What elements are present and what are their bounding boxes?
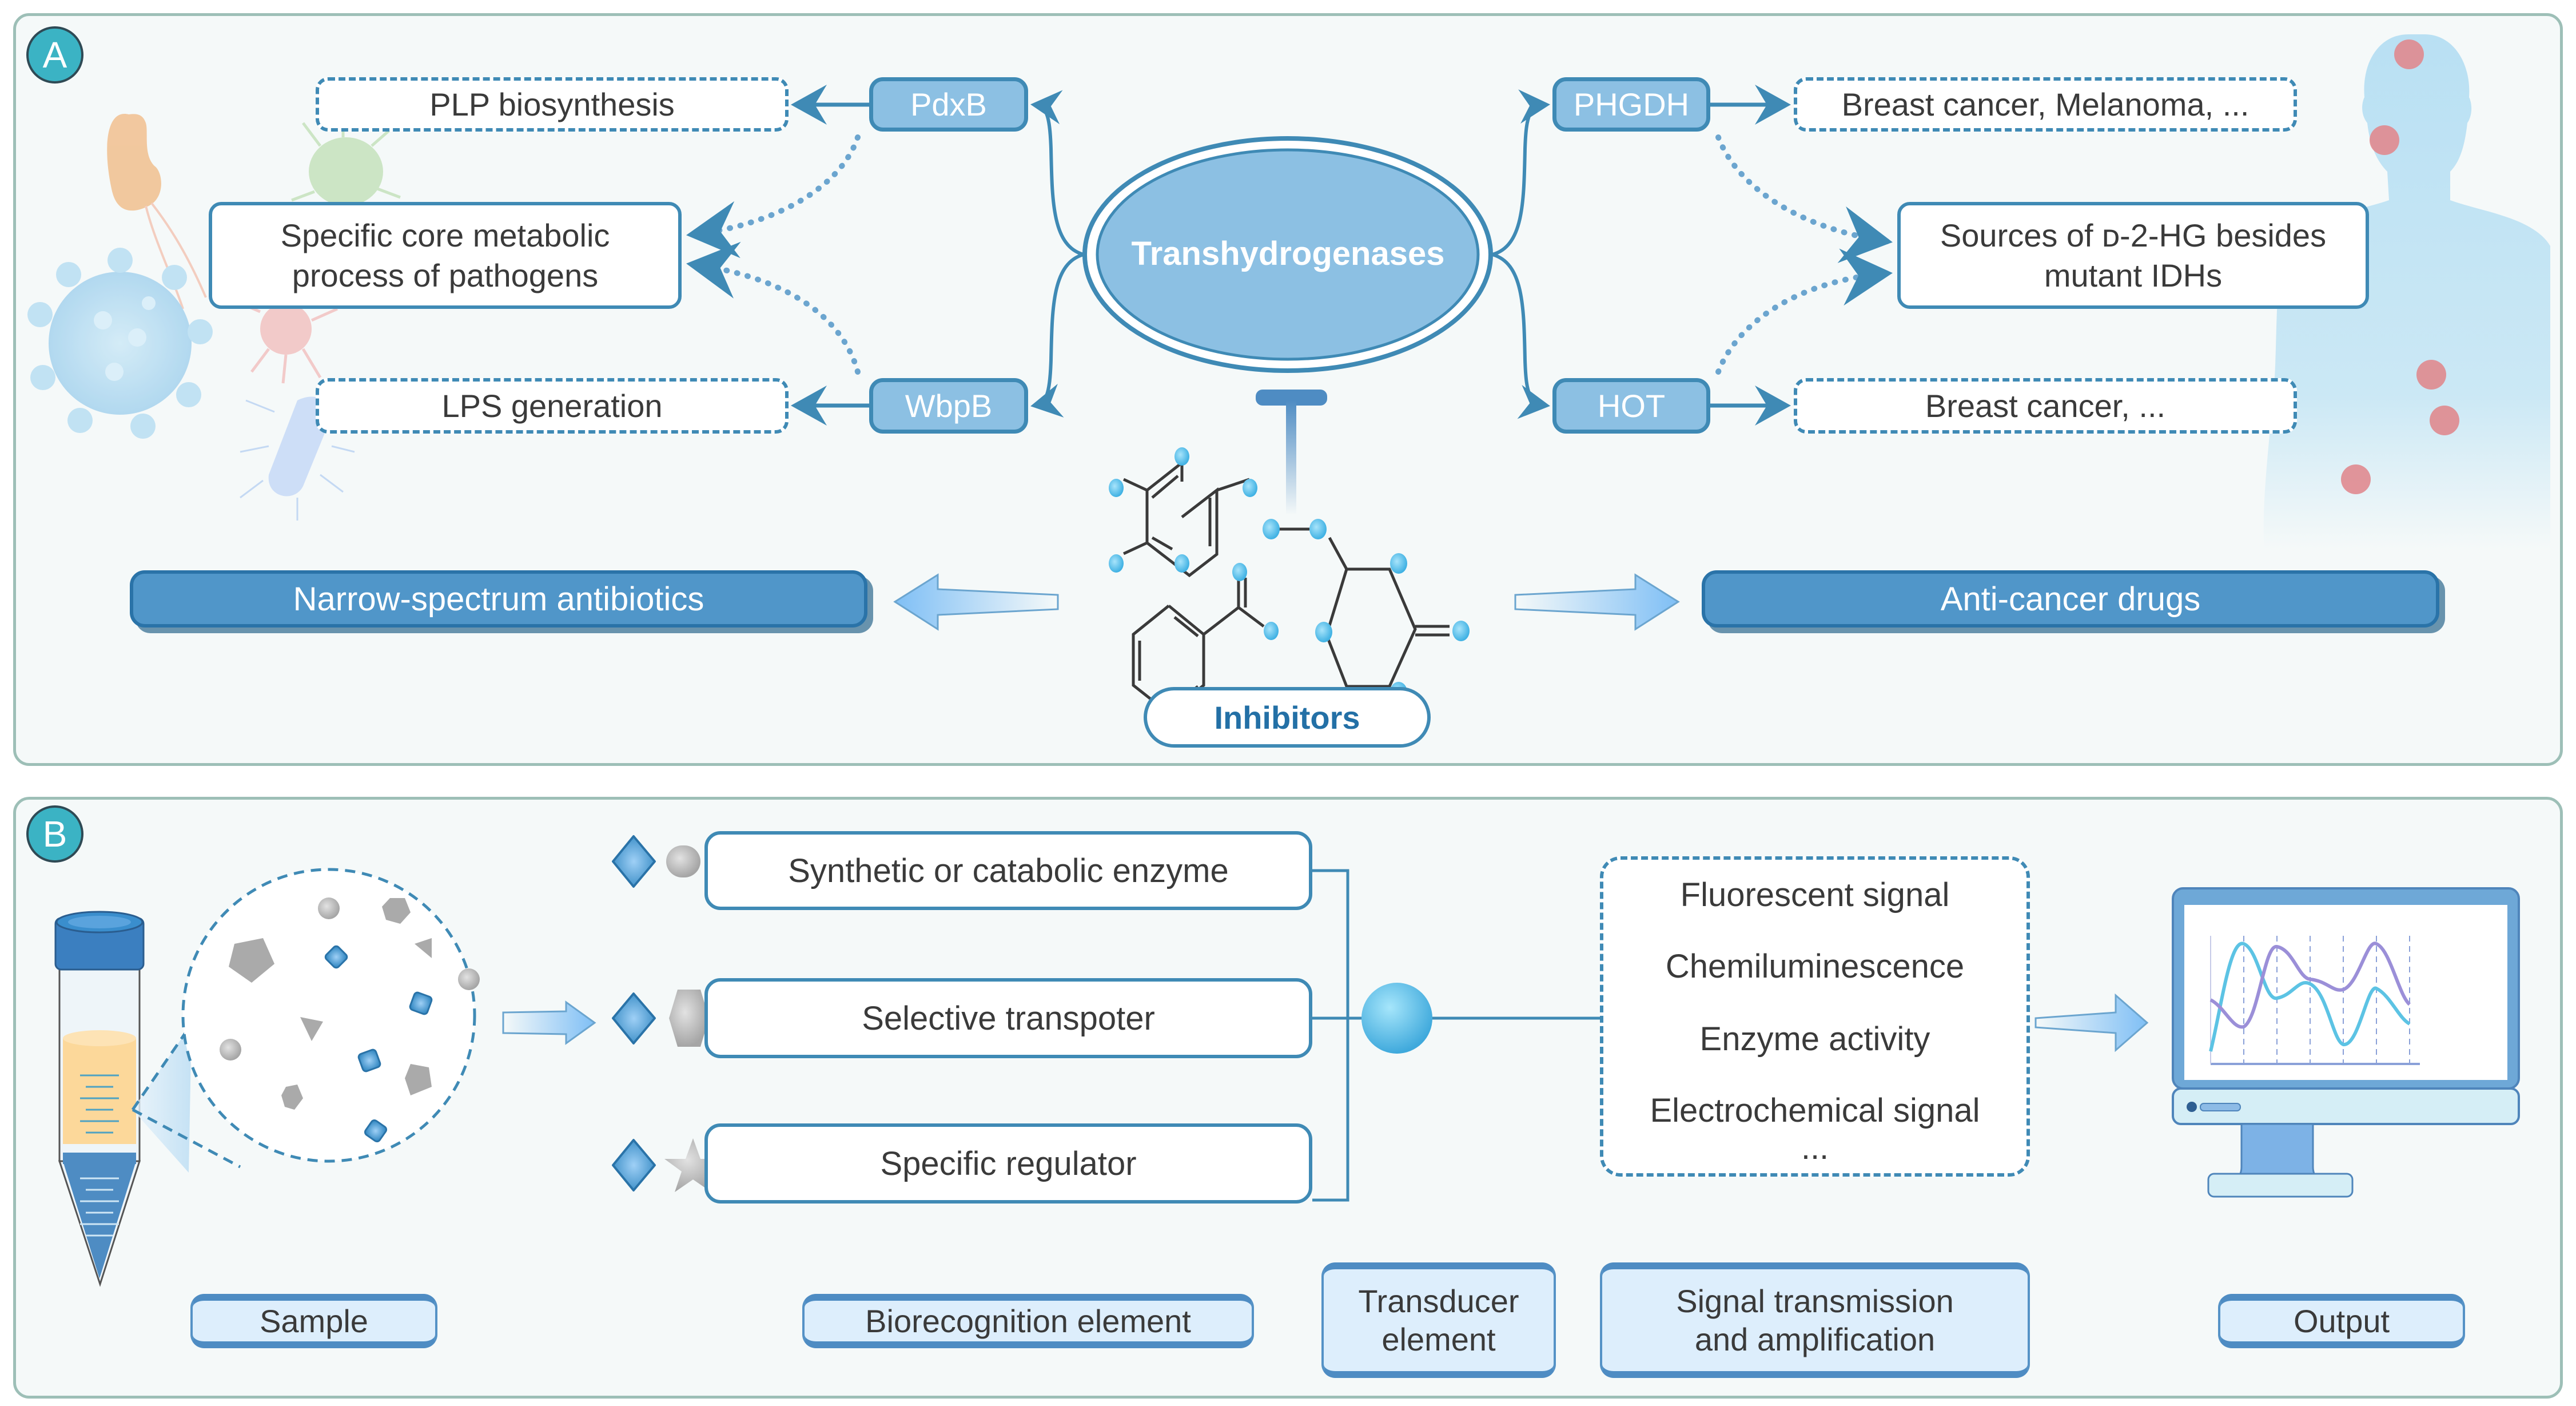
tumor-icon — [2370, 125, 2399, 155]
wbpb-dotted-arrow — [686, 241, 861, 375]
stage-label-sample-text: Sample — [260, 1302, 368, 1339]
signal-types-box: Fluorescent signal Chemiluminescence Enz… — [1600, 856, 2030, 1177]
stage-label-signal: Signal transmission and amplification — [1600, 1262, 2030, 1378]
core-metabolic-line2: process of pathogens — [292, 257, 599, 293]
enzyme-phgdh-label: PHGDH — [1573, 86, 1690, 122]
stage-label-sample: Sample — [190, 1294, 437, 1348]
human-silhouette-with-tumors — [2263, 34, 2550, 549]
tumor-icon — [2394, 39, 2424, 69]
ellipse-to-wbpb-connector — [1030, 253, 1084, 418]
anti-cancer-drugs-bar: Anti-cancer drugs — [1702, 570, 2439, 627]
enzyme-phgdh[interactable]: PHGDH — [1552, 77, 1710, 132]
d2hg-sources-line2: mutant IDHs — [2044, 257, 2223, 293]
hot-dotted-arrow — [1715, 248, 1893, 375]
recognition-item-label: Selective transpoter — [862, 999, 1155, 1037]
breast-melanoma-box: Breast cancer, Melanoma, ... — [1794, 77, 2297, 132]
blue-bacterium-icon — [240, 396, 355, 521]
stage-label-signal-line2: and amplification — [1694, 1321, 1936, 1357]
d2hg-sources-box: Sources of ᴅ-2-HG besides mutant IDHs — [1897, 202, 2369, 309]
breast-cancer-label: Breast cancer, ... — [1925, 388, 2166, 424]
human-body-icon — [2263, 34, 2550, 549]
breast-cancer-box: Breast cancer, ... — [1794, 378, 2297, 434]
ellipse-to-hot-connector — [1492, 253, 1550, 419]
phgdh-dotted-arrow — [1715, 134, 1893, 263]
recognition-item: Synthetic or catabolic enzyme — [704, 831, 1312, 910]
tumor-icon — [2416, 360, 2446, 390]
panel-a-badge: A — [26, 26, 83, 84]
stage-label-biorecognition-text: Biorecognition element — [865, 1302, 1191, 1339]
inhibition-t-bar-icon — [1256, 390, 1327, 515]
recognition-item-label: Specific regulator — [880, 1145, 1137, 1182]
ellipse-to-pdxb-connector — [1030, 90, 1084, 256]
transhydrogenases-node[interactable] — [1082, 136, 1493, 373]
narrow-spectrum-antibiotics-bar: Narrow-spectrum antibiotics — [130, 570, 867, 627]
recognition-item: Specific regulator — [704, 1123, 1312, 1204]
inhibitors-pill: Inhibitors — [1144, 687, 1431, 748]
inhibitors-label: Inhibitors — [1214, 699, 1360, 736]
enzyme-wbpb[interactable]: WbpB — [869, 378, 1028, 434]
enzyme-hot[interactable]: HOT — [1552, 378, 1710, 434]
arrow-to-anticancer — [1514, 573, 1680, 631]
chemical-structures-icon — [1122, 462, 1450, 716]
enzyme-hot-label: HOT — [1597, 388, 1666, 424]
core-metabolic-line1: Specific core metabolic — [280, 217, 610, 253]
pink-microbe-icon — [240, 301, 339, 384]
signal-item: Fluorescent signal — [1680, 876, 1950, 913]
panel-a-graphics — [27, 34, 2550, 730]
stage-label-output-text: Output — [2293, 1302, 2390, 1339]
panel-a-badge-label: A — [42, 34, 67, 76]
stage-label-output: Output — [2218, 1294, 2465, 1348]
signal-item: Electrochemical signal — [1650, 1092, 1980, 1129]
panel-b-badge-label: B — [42, 813, 67, 855]
pdxb-dotted-arrow — [686, 134, 861, 259]
breast-melanoma-label: Breast cancer, Melanoma, ... — [1841, 86, 2249, 122]
stage-label-transducer-line1: Transducer — [1358, 1282, 1519, 1319]
signal-item: Chemiluminescence — [1665, 948, 1965, 985]
lps-generation-box: LPS generation — [316, 378, 789, 434]
green-microbe-icon — [291, 114, 401, 206]
tumor-icon — [2430, 406, 2459, 435]
atoms — [1109, 447, 1470, 730]
signal-item: ... — [1801, 1129, 1829, 1166]
virus-icon — [27, 248, 213, 439]
signal-item: Enzyme activity — [1699, 1020, 1930, 1058]
plp-biosynthesis-box: PLP biosynthesis — [316, 77, 789, 132]
plp-biosynthesis-label: PLP biosynthesis — [429, 86, 675, 122]
ellipse-to-phgdh-connector — [1492, 89, 1550, 256]
core-metabolic-box: Specific core metabolic process of patho… — [209, 202, 682, 309]
arrow-to-antibiotics — [893, 573, 1059, 631]
panel-b-badge: B — [26, 805, 83, 863]
d2hg-sources-line1: Sources of ᴅ-2-HG besides — [1940, 217, 2327, 253]
lps-generation-label: LPS generation — [441, 388, 663, 424]
stage-label-transducer: Transducer element — [1321, 1262, 1556, 1378]
stage-label-biorecognition: Biorecognition element — [802, 1294, 1254, 1348]
stage-label-transducer-line2: element — [1381, 1321, 1496, 1357]
orange-bacterium-icon — [107, 114, 161, 211]
enzyme-pdxb[interactable]: PdxB — [869, 77, 1028, 132]
stage-label-signal-line1: Signal transmission — [1676, 1282, 1954, 1319]
transhydrogenases-label: Transhydrogenases — [1131, 235, 1445, 272]
narrow-spectrum-antibiotics-label: Narrow-spectrum antibiotics — [293, 580, 704, 618]
pathogen-cluster-illustration — [27, 114, 401, 521]
recognition-item-label: Synthetic or catabolic enzyme — [788, 852, 1229, 889]
enzyme-pdxb-label: PdxB — [910, 86, 987, 122]
tumor-icon — [2341, 464, 2371, 494]
anti-cancer-drugs-label: Anti-cancer drugs — [1940, 580, 2201, 618]
recognition-item: Selective transpoter — [704, 978, 1312, 1058]
enzyme-wbpb-label: WbpB — [905, 388, 993, 424]
